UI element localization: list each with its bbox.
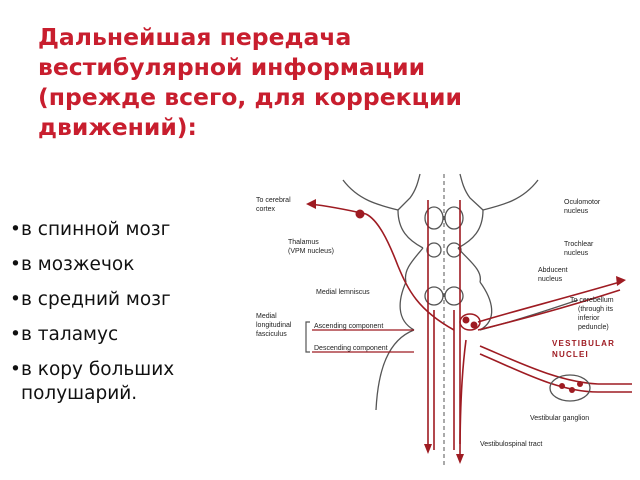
label-to-cerebellum-4: peduncle) — [578, 324, 609, 331]
label-to-cerebellum-3: inferior — [578, 315, 600, 322]
label-ascending-component: Ascending component — [314, 323, 383, 330]
label-abducent: Abducent — [538, 267, 568, 274]
label-descending-component: Descending component — [314, 345, 388, 352]
label-mlf-3: fasciculus — [256, 331, 287, 338]
bullet-spinal-cord: в спинной мозг — [10, 218, 221, 242]
bullet-midbrain: в средний мозг — [10, 288, 221, 312]
cranial-nerve-nuclei — [424, 206, 464, 306]
title-line-4: движений): — [38, 113, 197, 141]
target-list: в спинной мозг в мозжечок в средний мозг… — [10, 218, 221, 417]
label-thalamus: Thalamus — [288, 239, 319, 246]
label-oculomotor: Oculomotor — [564, 199, 601, 206]
label-abducent-2: nucleus — [538, 276, 563, 283]
vestibular-ganglion — [549, 374, 591, 402]
label-vestibular-nuclei: VESTIBULAR — [552, 339, 615, 348]
label-trochlear: Trochlear — [564, 241, 594, 248]
vestibular-pathway-diagram: To cerebral cortex Thalamus (VPM nucleus… — [248, 170, 636, 466]
title-line-2: вестибулярной информации — [38, 53, 426, 81]
bullet-cerebellum: в мозжечок — [10, 253, 221, 277]
label-to-cerebellum: To cerebellum — [570, 297, 614, 304]
label-thalamus-2: (VPM nucleus) — [288, 248, 334, 255]
label-mlf-1: Medial — [256, 313, 277, 320]
label-mlf-2: longitudinal — [256, 322, 292, 329]
label-to-cerebral-cortex-2: cortex — [256, 206, 276, 213]
label-vestibular-ganglion: Vestibular ganglion — [530, 415, 589, 422]
label-medial-lemniscus: Medial lemniscus — [316, 289, 370, 296]
mlf-bracket — [305, 321, 310, 353]
bullet-thalamus: в таламус — [10, 323, 221, 347]
label-trochlear-2: nucleus — [564, 250, 589, 257]
vestibular-nuclei — [355, 209, 481, 331]
label-vestibulospinal-tract: Vestibulospinal tract — [480, 441, 542, 448]
label-to-cerebellum-2: (through its — [578, 306, 614, 313]
title-line-3: (прежде всего, для коррекции — [38, 83, 462, 111]
title-line-1: Дальнейшая передача — [38, 23, 352, 51]
pathway-arrows — [306, 199, 626, 464]
label-oculomotor-2: nucleus — [564, 208, 589, 215]
label-vestibular-nuclei-2: NUCLEI — [552, 350, 589, 359]
slide-title: Дальнейшая передача вестибулярной информ… — [38, 22, 598, 142]
bullet-cerebral-cortex: в кору больших полушарий. — [10, 358, 221, 406]
label-to-cerebral-cortex: To cerebral — [256, 197, 291, 204]
